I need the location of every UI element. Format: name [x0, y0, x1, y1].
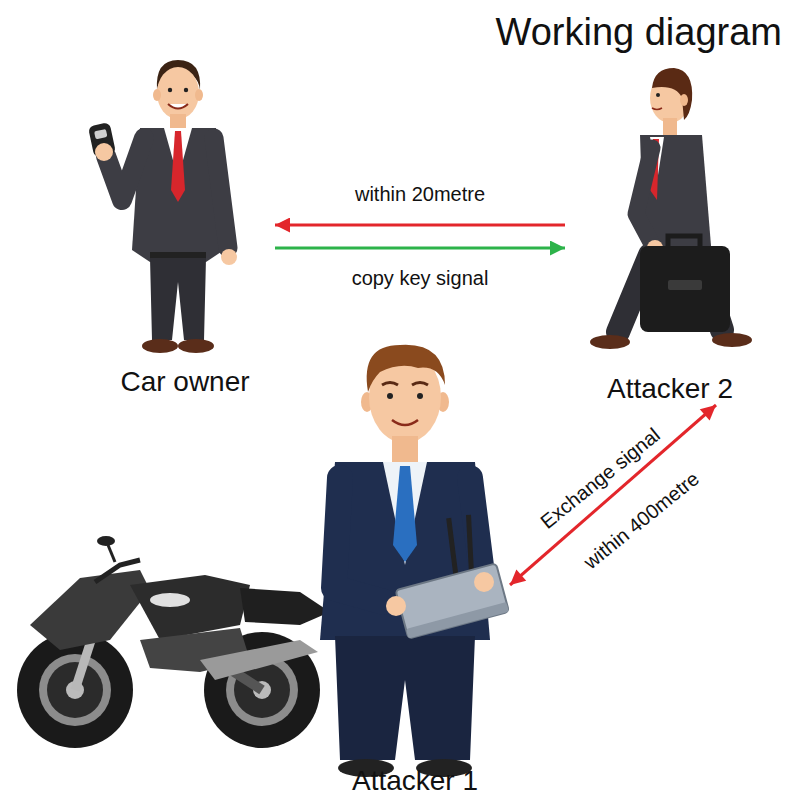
figure-label: Attacker 2 — [605, 374, 735, 405]
person-figure: Car owner — [95, 80, 275, 398]
attacker-1-figure-part-part — [406, 602, 509, 639]
attacker-1-figure-part — [382, 383, 398, 386]
attacker-1-figure-part — [474, 572, 494, 592]
attacker-1-figure-part — [334, 478, 384, 602]
attacker-1-figure-part-part — [441, 518, 464, 576]
signal-arrow — [275, 247, 565, 250]
motorcycle-part — [95, 560, 140, 582]
edge-label: copy key signal — [349, 267, 492, 290]
attacker-1-figure-part — [392, 436, 418, 464]
attacker-1-figure-part-part — [396, 563, 509, 638]
figure-label: Attacker 1 — [350, 766, 480, 797]
figure-label: Car owner — [118, 367, 251, 398]
attacker-1-figure-part — [381, 509, 509, 638]
motorcycle — [17, 536, 330, 748]
attacker-1-figure-part — [387, 393, 393, 399]
attacker-2-figure-part — [680, 94, 688, 106]
car-owner-figure-part — [184, 88, 188, 92]
car-owner-figure-part — [171, 131, 185, 202]
car-owner-figure-part — [170, 114, 186, 130]
attacker-1-figure-part — [412, 383, 428, 386]
car-owner-figure-part — [157, 67, 199, 119]
car-owner-figure — [88, 60, 237, 353]
person-figure: Attacker 2 — [565, 65, 775, 405]
motorcycle-part — [200, 640, 318, 680]
motorcycle-part — [240, 588, 330, 625]
attacker-2-figure-part — [663, 118, 677, 136]
attacker-2-figure-part — [712, 333, 752, 347]
attacker-1-figure-part — [392, 420, 418, 425]
attacker-2-figure-part — [652, 68, 692, 120]
car-owner-figure-part — [168, 104, 188, 109]
attacker-1-figure-part — [383, 462, 427, 565]
attacker-1-figure — [320, 345, 509, 777]
car-owner-figure-part — [150, 258, 206, 340]
attacker-1-figure-part — [367, 345, 445, 392]
motorcycle-part — [108, 545, 115, 562]
attacker-1-figure-part — [393, 466, 417, 562]
car-owner-figure-part — [168, 88, 172, 92]
car-owner-figure-part — [94, 129, 107, 139]
attacker-1-figure-part — [417, 393, 423, 399]
signal-arrow — [510, 405, 716, 585]
motorcycle-part — [97, 536, 115, 546]
attacker-2-figure — [590, 68, 752, 349]
motorcycle-part — [150, 593, 190, 607]
attacker-2-figure-part — [668, 280, 702, 290]
attacker-2-figure-part — [590, 335, 630, 349]
car-owner-figure-part — [221, 249, 237, 265]
edge-label: within 20metre — [352, 183, 488, 206]
car-owner-figure-part — [214, 138, 228, 248]
car-owner-figure-part — [195, 89, 203, 101]
car-owner-figure-part — [95, 143, 113, 161]
person-figure: Attacker 1 — [320, 335, 510, 797]
attacker-1-figure-part-part — [457, 515, 483, 572]
attacker-2-figure-part — [656, 93, 660, 97]
signal-arrow — [275, 224, 565, 227]
attacker-2-figure-part — [652, 108, 662, 110]
attacker-2-figure-part — [636, 148, 652, 244]
motorcycle-part — [30, 570, 150, 650]
car-owner-figure-part — [178, 339, 214, 353]
attacker-1-figure-part — [386, 596, 406, 616]
car-owner-figure-part — [150, 252, 206, 259]
car-owner-figure-part — [153, 89, 161, 101]
car-owner-figure-part — [142, 339, 178, 353]
attacker-2-figure-part — [640, 246, 730, 332]
diagram-title: Working diagram — [495, 12, 782, 54]
attacker-1-figure-part — [335, 636, 475, 760]
